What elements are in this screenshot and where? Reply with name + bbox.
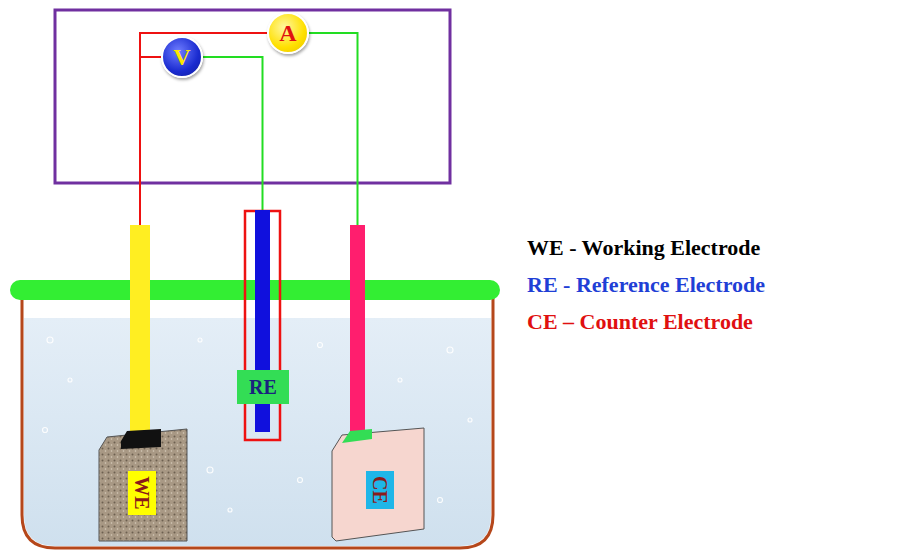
legend-entry: CE – Counter Electrode — [527, 310, 753, 334]
instrument-box — [55, 10, 450, 183]
electrode-rod — [350, 225, 365, 440]
electrode-label: RE — [249, 377, 277, 397]
wire — [203, 57, 263, 210]
wire — [309, 33, 358, 225]
meter-symbol: V — [173, 45, 190, 69]
legend-entry: WE - Working Electrode — [527, 236, 760, 260]
wire — [140, 57, 161, 225]
electrode-tag: RE — [237, 370, 289, 404]
counter-electrode: CE — [328, 225, 428, 540]
electrode-tag: WE — [128, 471, 156, 515]
electrode-plate — [99, 429, 187, 541]
reference-electrode: RE — [218, 210, 308, 442]
electrode-clip — [121, 429, 161, 449]
electrode-drawing — [218, 210, 308, 442]
voltmeter-circle: V — [161, 36, 203, 78]
wire — [140, 33, 267, 225]
ammeter-circle: A — [267, 12, 309, 54]
electrode-rod — [130, 225, 150, 440]
reference-tube — [245, 211, 280, 440]
electrode-clip — [342, 429, 372, 443]
legend-entry: RE - Reference Electrode — [527, 273, 765, 297]
electrode-plate — [332, 428, 424, 541]
working-electrode: WE — [95, 225, 190, 540]
electrode-label: WE — [132, 476, 152, 509]
meter-symbol: A — [279, 21, 296, 45]
electrode-tag: CE — [366, 471, 394, 509]
electrode-label: CE — [370, 476, 390, 504]
